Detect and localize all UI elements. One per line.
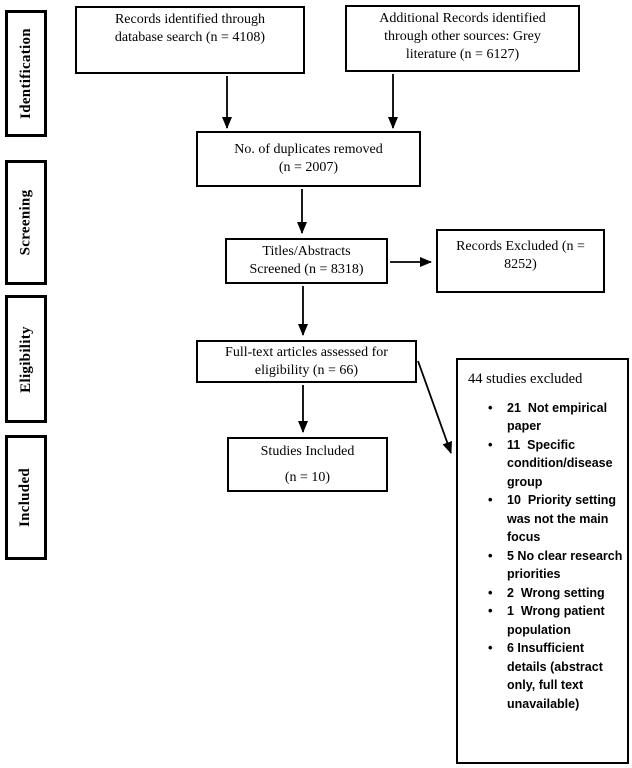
excluded-reason-text: 21 Not empirical paper	[507, 400, 611, 434]
bullet-icon: •	[488, 584, 493, 600]
box-studies-excluded: 44 studies excluded • 21 Not empirical p…	[456, 358, 629, 764]
bullet-icon: •	[488, 640, 493, 656]
excluded-reason-text: 1 Wrong patient population	[507, 604, 609, 637]
box-fulltext-assessed-text: Full-text articles assessed for eligibil…	[225, 344, 388, 378]
excluded-reason-item: • 21 Not empirical paper	[488, 399, 623, 436]
excluded-reason-item: • 11 Specific condition/disease group	[488, 436, 623, 492]
arrow-fulltext-to-studies-excluded	[417, 360, 452, 454]
box-additional-records-text: Additional Records identified through ot…	[379, 11, 546, 62]
box-records-identified-text: Records identified through database sear…	[114, 12, 266, 45]
bullet-icon: •	[488, 436, 493, 452]
box-titles-abstracts-text: Titles/Abstracts Screened (n = 8318)	[249, 244, 364, 277]
excluded-reason-item: • 5 No clear research priorities	[488, 547, 623, 584]
stage-box-included: Included	[5, 435, 47, 560]
stage-box-screening: Screening	[5, 160, 47, 285]
excluded-reason-text: 5 No clear research priorities	[507, 548, 626, 582]
bullet-icon: •	[488, 603, 493, 619]
box-studies-included: Studies Included (n = 10)	[227, 437, 388, 492]
excluded-reasons-list: • 21 Not empirical paper • 11 Specific c…	[468, 399, 623, 714]
stage-label-included: Included	[17, 467, 34, 528]
stage-box-identification: Identification	[5, 10, 47, 137]
excluded-reason-item: • 6 Insufficient details (abstract only,…	[488, 639, 623, 713]
box-fulltext-assessed: Full-text articles assessed for eligibil…	[196, 340, 417, 383]
box-records-excluded-text: Records Excluded (n = 8252)	[456, 239, 585, 272]
box-additional-records: Additional Records identified through ot…	[345, 5, 580, 72]
box-duplicates-removed-text: No. of duplicates removed (n = 2007)	[234, 142, 383, 175]
excluded-reason-item: • 1 Wrong patient population	[488, 602, 623, 639]
box-duplicates-removed: No. of duplicates removed (n = 2007)	[196, 131, 421, 187]
stage-label-screening: Screening	[17, 189, 34, 256]
bullet-icon: •	[488, 399, 493, 415]
bullet-icon: •	[488, 492, 493, 508]
excluded-reason-item: • 10 Priority setting was not the main f…	[488, 491, 623, 547]
box-records-excluded: Records Excluded (n = 8252)	[436, 229, 605, 293]
stage-label-eligibility: Eligibility	[17, 325, 34, 393]
excluded-reason-text: 11 Specific condition/disease group	[507, 437, 617, 489]
studies-excluded-title: 44 studies excluded	[468, 371, 583, 387]
box-studies-included-text: Studies Included (n = 10)	[260, 444, 355, 485]
stage-label-identification: Identification	[17, 28, 34, 119]
box-records-identified: Records identified through database sear…	[75, 6, 305, 74]
stage-box-eligibility: Eligibility	[5, 295, 47, 423]
excluded-reason-text: 6 Insufficient details (abstract only, f…	[507, 641, 607, 711]
bullet-icon: •	[488, 547, 493, 563]
excluded-reason-item: • 2 Wrong setting	[488, 584, 623, 603]
excluded-reason-text: 10 Priority setting was not the main foc…	[507, 493, 620, 545]
excluded-reason-text: 2 Wrong setting	[507, 585, 605, 600]
box-titles-abstracts-screened: Titles/Abstracts Screened (n = 8318)	[225, 238, 388, 284]
